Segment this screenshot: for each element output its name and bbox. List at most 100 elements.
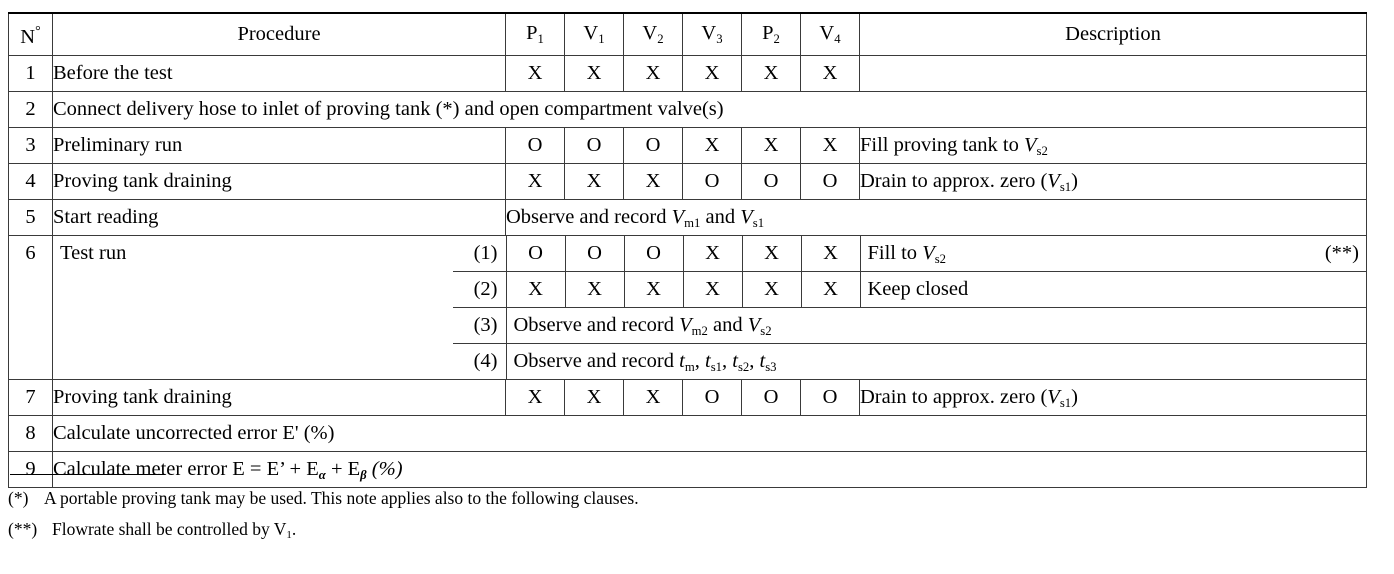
header-procedure: Procedure xyxy=(52,11,506,56)
header-v4: V4 xyxy=(800,11,860,56)
header-description: Description xyxy=(859,11,1367,56)
table-row: 5 Start reading Observe and record Vm1 a… xyxy=(8,198,1367,236)
cell-v3: X xyxy=(682,54,742,92)
cell-v3: X xyxy=(682,270,742,308)
row-procedure-full: Calculate meter error E = E’ + Eα + Eβ (… xyxy=(52,450,1367,488)
test-run-subrow: (4) Observe and record tm, ts1, ts2, ts3 xyxy=(53,342,1367,379)
cell-v4: O xyxy=(800,162,860,200)
footnote-1-mark: (*) xyxy=(8,488,29,508)
footnotes-block: (*) A portable proving tank may be used. … xyxy=(8,474,1368,550)
row-number: 4 xyxy=(8,162,53,200)
cell-p1: X xyxy=(505,162,565,200)
subrow-span-text: Observe and record tm, ts1, ts2, ts3 xyxy=(505,342,1367,379)
table-row: 8 Calculate uncorrected error E' (%) xyxy=(8,414,1367,452)
cell-v4: X xyxy=(800,126,860,164)
cell-v1: O xyxy=(564,126,624,164)
row-procedure: Start reading xyxy=(52,198,506,236)
table-row: 2 Connect delivery hose to inlet of prov… xyxy=(8,90,1367,128)
row-procedure: Proving tank draining xyxy=(52,378,506,416)
subrow-spacer xyxy=(53,271,453,308)
cell-v3: X xyxy=(682,235,742,272)
row-number: 1 xyxy=(8,54,53,92)
cell-v2: X xyxy=(623,54,683,92)
cell-v3: O xyxy=(682,378,742,416)
cell-v4: X xyxy=(800,270,860,308)
subrow-spacer xyxy=(53,307,453,344)
cell-p1: X xyxy=(505,54,565,92)
cell-p2: X xyxy=(741,54,801,92)
row-number: 9 xyxy=(8,450,53,488)
cell-v2: O xyxy=(623,126,683,164)
cell-v1: O xyxy=(564,235,624,272)
cell-v1: X xyxy=(564,162,624,200)
footnote-2-mark: (**) xyxy=(8,518,38,539)
footnote-1-text: A portable proving tank may be used. Thi… xyxy=(44,488,639,508)
test-run-subtable: Test run (1) O O O X X X Fill to Vs2(**)… xyxy=(53,235,1367,379)
subrow-index: (2) xyxy=(453,270,506,308)
table-row: 6 Test run (1) O O O xyxy=(8,234,1367,380)
row-span-text: Observe and record Vm1 and Vs1 xyxy=(505,198,1367,236)
cell-v2: O xyxy=(623,235,683,272)
table-row: 3 Preliminary run O O O X X X Fill provi… xyxy=(8,126,1367,164)
cell-p2: O xyxy=(741,378,801,416)
table-row: 1 Before the test X X X X X X xyxy=(8,54,1367,92)
subrow-span-text: Observe and record Vm2 and Vs2 xyxy=(505,306,1367,344)
cell-p1: X xyxy=(505,378,565,416)
cell-p1: O xyxy=(505,126,565,164)
row-number: 7 xyxy=(8,378,53,416)
test-run-subrow: (2) X X X X X X Keep closed xyxy=(53,270,1367,308)
cell-p1: X xyxy=(505,270,565,308)
subrow-index: (1) xyxy=(453,235,506,272)
test-run-subrow: (3) Observe and record Vm2 and Vs2 xyxy=(53,306,1367,344)
row-number: 2 xyxy=(8,90,53,128)
subrow-index: (3) xyxy=(453,306,506,344)
cell-p1: O xyxy=(505,235,565,272)
cell-v1: X xyxy=(564,270,624,308)
row-description: Drain to approx. zero (Vs1) xyxy=(859,162,1367,200)
table-row: 9 Calculate meter error E = E’ + Eα + Eβ… xyxy=(8,450,1367,488)
header-no: N° xyxy=(8,11,53,56)
row-procedure: Proving tank draining xyxy=(52,162,506,200)
footnote-2: (**) Flowrate shall be controlled by V1. xyxy=(8,518,1368,542)
subrow-index: (4) xyxy=(453,342,506,379)
footnote-1: (*) A portable proving tank may be used. … xyxy=(8,488,1368,509)
subrow-description: Keep closed xyxy=(859,270,1367,308)
test-run-subrow: Test run (1) O O O X X X Fill to Vs2(**) xyxy=(53,235,1367,272)
header-p1: P1 xyxy=(505,11,565,56)
table-header-row: N° Procedure P1 V1 V2 V3 P2 V4 Descripti… xyxy=(8,11,1367,56)
row-procedure: Before the test xyxy=(52,54,506,92)
cell-p2: O xyxy=(741,162,801,200)
cell-v3: O xyxy=(682,162,742,200)
cell-v4: O xyxy=(800,378,860,416)
cell-v4: X xyxy=(800,54,860,92)
footnote-2-text: Flowrate shall be controlled by V1. xyxy=(52,518,297,542)
row-description xyxy=(859,54,1367,92)
cell-p2: X xyxy=(741,126,801,164)
footnote-separator xyxy=(10,474,165,475)
row-number: 8 xyxy=(8,414,53,452)
header-v3: V3 xyxy=(682,11,742,56)
table-row: 4 Proving tank draining X X X O O O Drai… xyxy=(8,162,1367,200)
test-run-block: Test run (1) O O O X X X Fill to Vs2(**)… xyxy=(52,234,1367,380)
row-number: 6 xyxy=(8,234,53,380)
header-v2: V2 xyxy=(623,11,683,56)
header-p2: P2 xyxy=(741,11,801,56)
row-procedure: Test run xyxy=(53,235,453,272)
footnote-ref: (**) xyxy=(1324,241,1359,264)
subrow-spacer xyxy=(53,343,453,379)
cell-v4: X xyxy=(800,235,860,272)
cell-v2: X xyxy=(623,378,683,416)
procedure-table: N° Procedure P1 V1 V2 V3 P2 V4 Descripti… xyxy=(8,11,1367,488)
subrow-description: Fill to Vs2(**) xyxy=(859,235,1367,272)
cell-p2: X xyxy=(741,270,801,308)
row-description: Fill proving tank to Vs2 xyxy=(859,126,1367,164)
row-number: 3 xyxy=(8,126,53,164)
cell-v1: X xyxy=(564,54,624,92)
row-description: Drain to approx. zero (Vs1) xyxy=(859,378,1367,416)
row-procedure: Preliminary run xyxy=(52,126,506,164)
cell-v2: X xyxy=(623,162,683,200)
cell-v1: X xyxy=(564,378,624,416)
cell-p2: X xyxy=(741,235,801,272)
row-number: 5 xyxy=(8,198,53,236)
